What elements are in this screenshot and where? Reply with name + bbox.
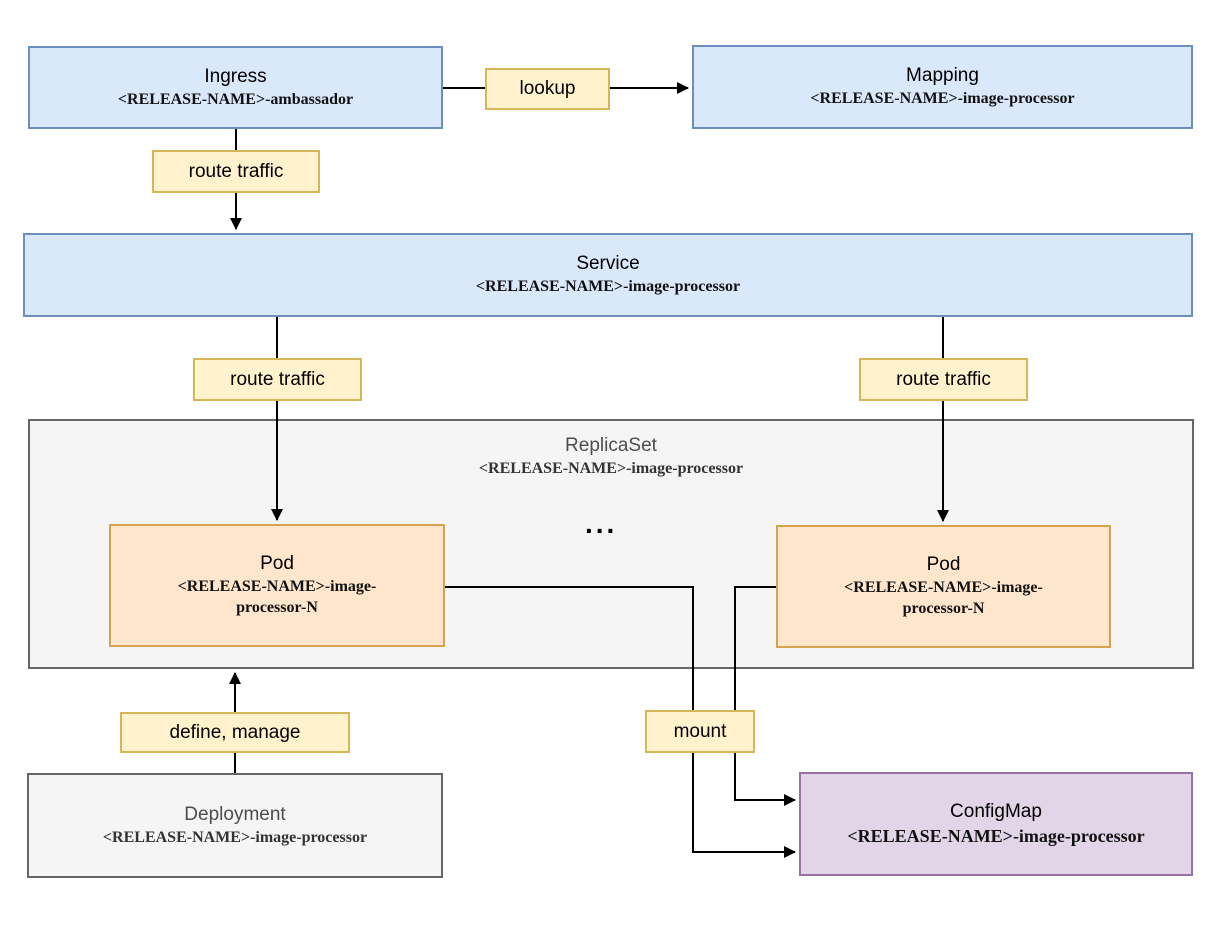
edge-label-lookup: lookup <box>485 68 610 110</box>
node-deployment: Deployment <RELEASE-NAME>-image-processo… <box>27 773 443 878</box>
node-mapping: Mapping <RELEASE-NAME>-image-processor <box>692 45 1193 129</box>
node-service-subtitle: <RELEASE-NAME>-image-processor <box>475 278 741 296</box>
edge-label-route-traffic-left: route traffic <box>193 358 362 401</box>
edge-label-route-traffic-ingress: route traffic <box>152 150 320 193</box>
edge-label-define-manage: define, manage <box>120 712 350 753</box>
node-service: Service <RELEASE-NAME>-image-processor <box>23 233 1193 317</box>
node-ingress-subtitle: <RELEASE-NAME>-ambassador <box>117 90 354 108</box>
node-deployment-subtitle: <RELEASE-NAME>-image-processor <box>102 828 368 846</box>
node-pod-right-subtitle: <RELEASE-NAME>-image-processor-N <box>844 578 1043 618</box>
node-mapping-subtitle: <RELEASE-NAME>-image-processor <box>810 90 1075 108</box>
node-pod-left: Pod <RELEASE-NAME>-image-processor-N <box>109 524 445 647</box>
node-replicaset-title: ReplicaSet <box>565 435 657 456</box>
node-pod-right: Pod <RELEASE-NAME>-image-processor-N <box>776 525 1111 648</box>
node-ingress: Ingress <RELEASE-NAME>-ambassador <box>28 46 443 129</box>
node-configmap: ConfigMap <RELEASE-NAME>-image-processor <box>799 772 1193 876</box>
node-mapping-title: Mapping <box>906 65 979 87</box>
node-configmap-title: ConfigMap <box>950 800 1042 822</box>
node-service-title: Service <box>576 253 640 275</box>
node-pod-left-title: Pod <box>260 553 294 575</box>
node-deployment-title: Deployment <box>184 803 286 825</box>
pods-ellipsis: ... <box>585 508 618 539</box>
node-pod-right-title: Pod <box>926 554 961 576</box>
edge-label-mount: mount <box>645 710 755 753</box>
node-replicaset-subtitle: <RELEASE-NAME>-image-processor <box>478 459 744 477</box>
connector-pod-right-to-configmap <box>734 586 796 806</box>
node-ingress-title: Ingress <box>204 65 267 87</box>
edge-label-route-traffic-right: route traffic <box>859 358 1028 401</box>
node-configmap-subtitle: <RELEASE-NAME>-image-processor <box>847 825 1145 846</box>
node-pod-left-subtitle: <RELEASE-NAME>-image-processor-N <box>177 577 377 617</box>
